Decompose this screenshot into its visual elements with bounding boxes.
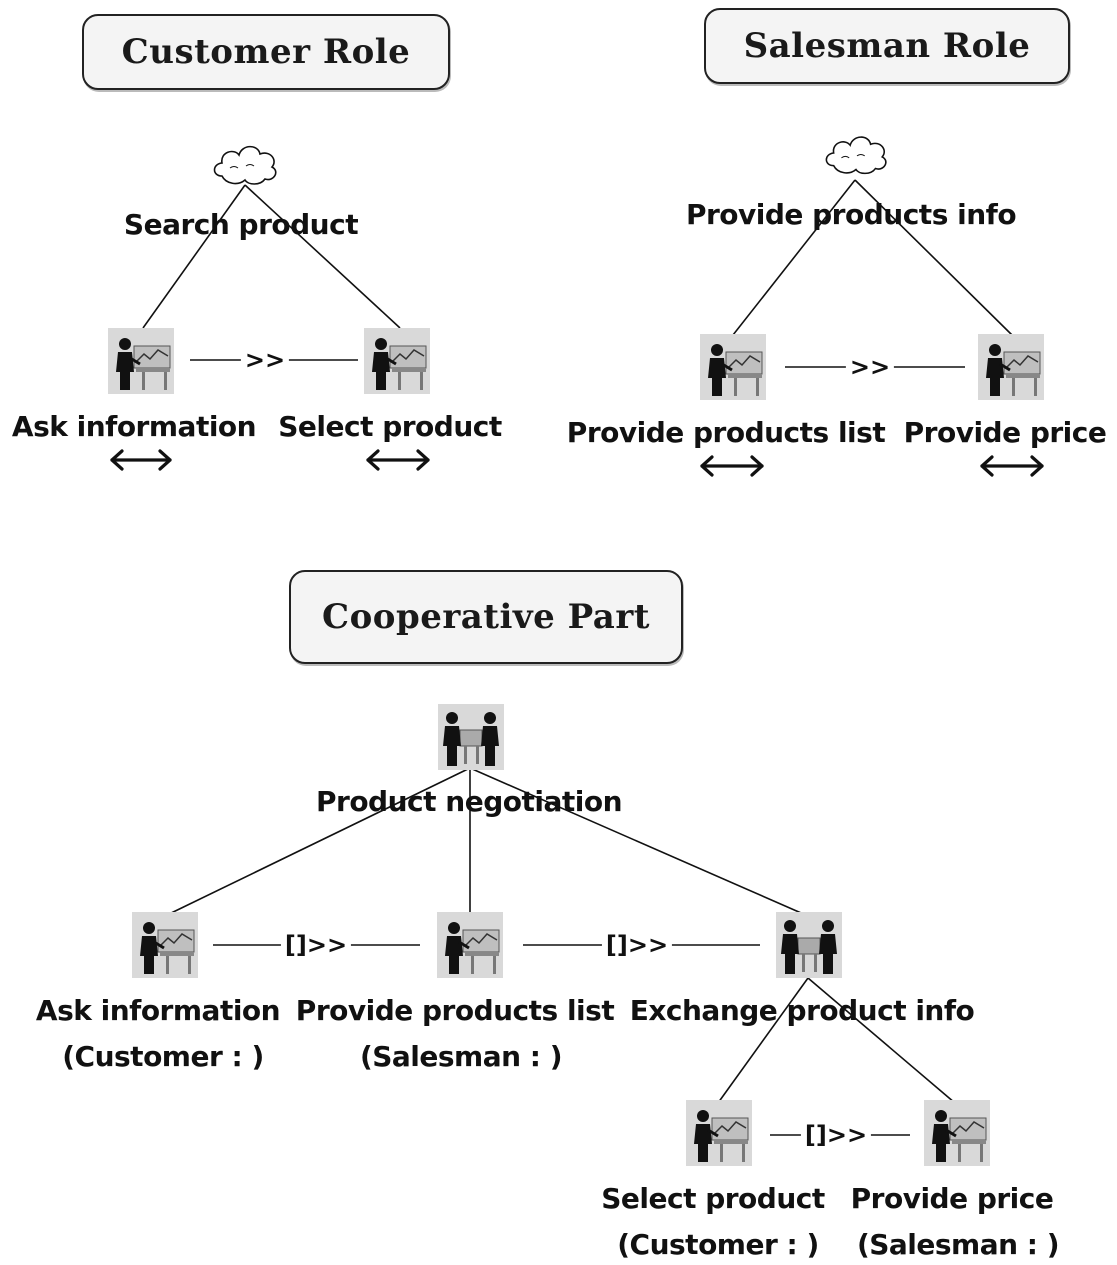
double-arrow-icon-list (700, 455, 764, 477)
customer-role-title: Customer Role (121, 32, 411, 72)
coop-task-list-label: Provide products list (295, 994, 615, 1027)
customer-role-box: Customer Role (82, 14, 450, 90)
coop-task-ask-label: Ask information (35, 994, 281, 1027)
customer-task-select-label: Select product (278, 410, 502, 443)
salesman-goal-label: Provide products info (685, 198, 1017, 231)
user-task-icon (924, 1100, 990, 1166)
edge-exchange-to-select (717, 977, 809, 1104)
user-task-icon (132, 912, 198, 978)
coop-operator-3: []>> (800, 1121, 872, 1149)
user-task-icon (978, 334, 1044, 400)
salesman-role-box: Salesman Role (704, 8, 1070, 84)
cooperation-icon (438, 704, 504, 770)
coop-subtask-price-role: (Salesman : ) (856, 1228, 1060, 1261)
coop-task-list-role: (Salesman : ) (359, 1040, 563, 1073)
cloud-icon (213, 145, 277, 185)
customer-goal-label: Search product (123, 208, 359, 241)
coop-operator-1: []>> (280, 931, 352, 959)
salesman-role-title: Salesman Role (743, 26, 1031, 66)
double-arrow-icon-price (980, 455, 1044, 477)
salesman-task-price-label: Provide price (903, 416, 1107, 449)
cooperation-icon (776, 912, 842, 978)
double-arrow-icon-ask (110, 449, 172, 471)
cooperative-part-box: Cooperative Part (289, 570, 683, 664)
user-task-icon (108, 328, 174, 394)
user-task-icon (700, 334, 766, 400)
edge-negotiation-to-exchange (469, 767, 809, 917)
edge-search-to-ask (142, 184, 246, 329)
edge-negotiation-to-ask (164, 767, 471, 917)
cooperative-part-title: Cooperative Part (322, 597, 650, 637)
coop-task-exchange-label: Exchange product info (629, 994, 975, 1027)
customer-task-ask-label: Ask information (11, 410, 257, 443)
coop-subtask-select-role: (Customer : ) (617, 1228, 819, 1261)
edge-exchange-to-price (807, 977, 956, 1104)
cloud-icon (825, 136, 887, 175)
coop-root-label: Product negotiation (315, 785, 623, 818)
salesman-task-list-label: Provide products list (566, 416, 886, 449)
coop-task-ask-role: (Customer : ) (62, 1040, 264, 1073)
edge-provideinfo-to-list (732, 179, 856, 336)
user-task-icon (686, 1100, 752, 1166)
coop-subtask-price-label: Provide price (850, 1182, 1054, 1215)
double-arrow-icon-select (366, 449, 430, 471)
coop-operator-2: []>> (601, 931, 673, 959)
customer-enabling-operator: >> (240, 346, 290, 374)
user-task-icon (364, 328, 430, 394)
coop-subtask-select-label: Select product (601, 1182, 825, 1215)
edge-search-to-select (244, 184, 401, 329)
edge-provideinfo-to-price (854, 179, 1013, 336)
user-task-icon (437, 912, 503, 978)
salesman-enabling-operator: >> (845, 353, 895, 381)
